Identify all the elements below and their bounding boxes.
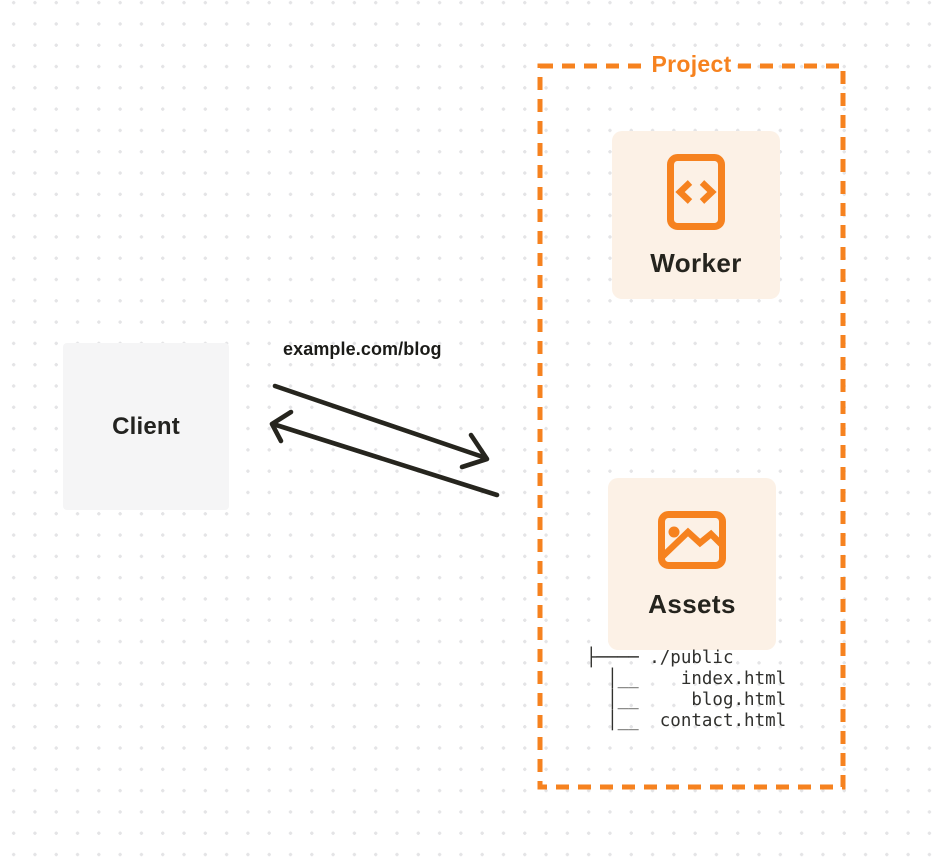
client-label: Client <box>112 412 180 440</box>
request-arrow <box>272 383 490 470</box>
worker-node: Worker <box>612 131 780 299</box>
assets-node: Assets <box>608 478 776 650</box>
client-node: Client <box>63 343 229 510</box>
assets-file-tree: ├──── ./public │__ index.html │__ blog.h… <box>586 648 787 731</box>
request-url-label: example.com/blog <box>283 339 442 359</box>
worker-label: Worker <box>650 248 742 278</box>
response-arrow <box>269 409 500 498</box>
code-document-icon <box>667 154 725 230</box>
project-boundary <box>537 63 846 790</box>
image-icon <box>658 511 726 569</box>
assets-label: Assets <box>648 589 736 619</box>
